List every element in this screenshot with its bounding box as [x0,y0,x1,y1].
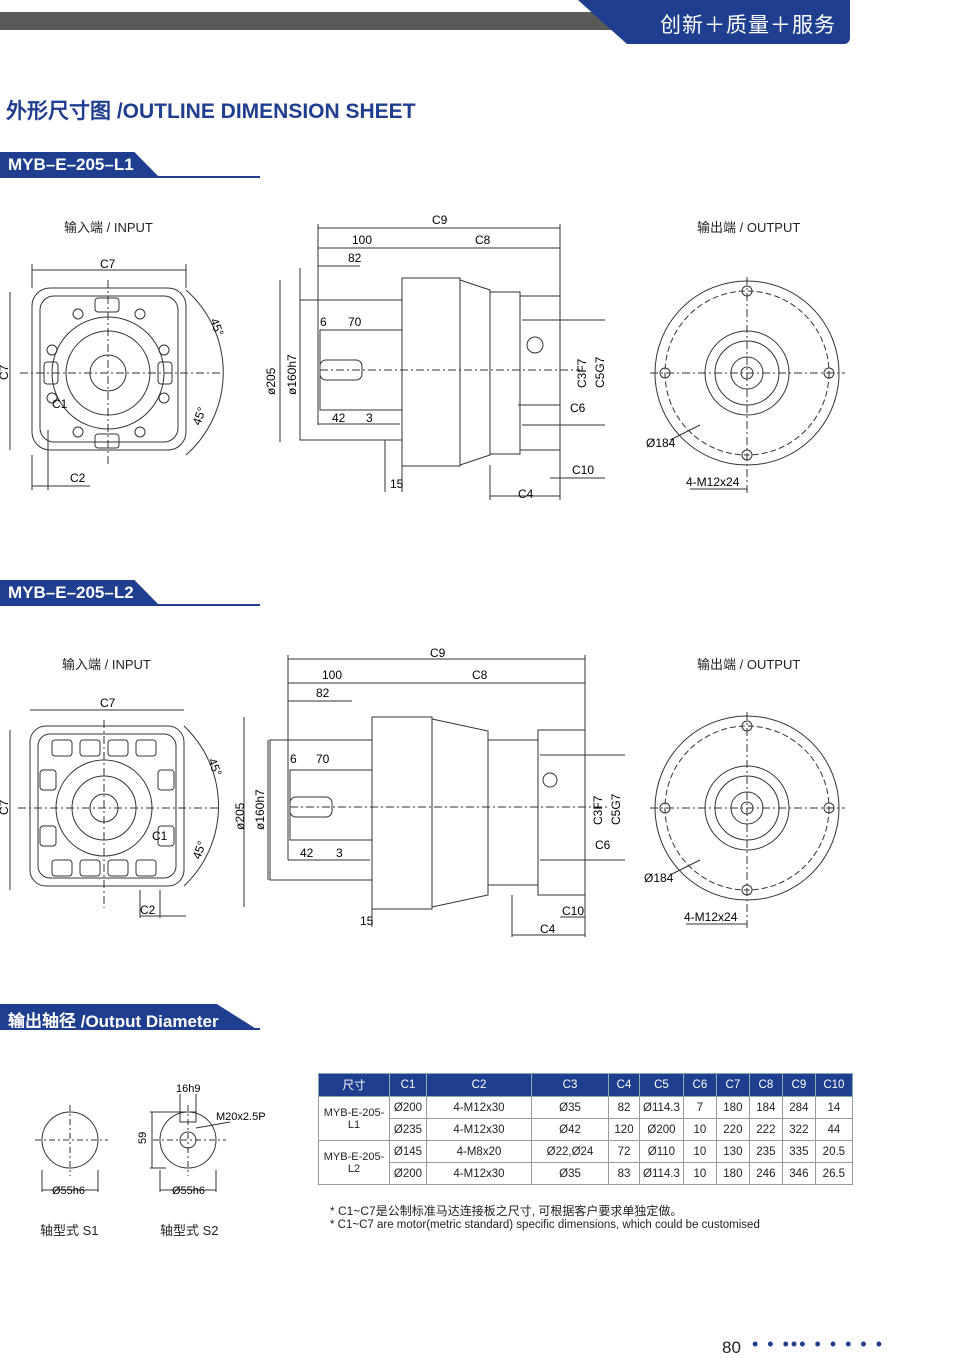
svg-text:C1: C1 [52,397,68,411]
shaft-s1-label: 轴型式 S1 [40,1223,99,1238]
svg-text:45°: 45° [190,405,209,427]
table-row: MYB-E-205-L1 Ø200 4-M12x30 Ø35 82 Ø114.3… [318,1096,853,1141]
table-row: Ø235 4-M12x30 Ø42 120 Ø200 10 220 222 32… [319,1118,853,1141]
note-chinese: * C1~C7是公制标准马达连接板之尺寸, 可根据客户要求单独定做。 [330,1204,683,1218]
svg-text:42: 42 [300,846,314,860]
svg-text:ø205: ø205 [233,802,247,830]
svg-text:C3F7: C3F7 [575,358,589,388]
svg-text:4-M12x24: 4-M12x24 [684,910,738,924]
table-header-row: 尺寸 C1 C2 C3 C4 C5 C6 C7 C8 C9 C10 [318,1073,853,1097]
svg-text:C5G7: C5G7 [609,793,623,825]
dimension-table: 尺寸 C1 C2 C3 C4 C5 C6 C7 C8 C9 C10 MYB-E-… [318,1073,853,1185]
section-underline [0,176,260,178]
svg-text:M20x2.5P: M20x2.5P [216,1111,266,1123]
input-flange-drawing-l1: C7 C7 C1 C2 45° 45° [0,257,227,490]
svg-text:Ø184: Ø184 [644,871,674,885]
svg-text:C2: C2 [70,471,86,485]
svg-text:45°: 45° [190,839,209,861]
svg-text:15: 15 [390,477,404,491]
table-row: Ø200 4-M12x30 Ø35 83 Ø114.3 10 180 246 3… [319,1162,853,1185]
svg-text:45°: 45° [207,316,226,338]
section-header-l1: MYB–E–205–L1 [0,152,160,178]
svg-text:C7: C7 [100,257,116,271]
output-label-l1: 输出端 / OUTPUT [697,220,801,235]
svg-text:C7: C7 [0,364,11,380]
svg-text:70: 70 [316,752,330,766]
shaft-types-drawing: Ø55h6 Ø55h6 16h9 M20x2.5P 59 [35,1083,266,1197]
section-header-l2: MYB–E–205–L2 [0,580,160,606]
svg-text:ø160h7: ø160h7 [285,354,299,395]
svg-text:C1: C1 [152,829,168,843]
output-label-l2: 输出端 / OUTPUT [697,657,801,672]
svg-text:6: 6 [320,315,327,329]
svg-text:Ø184: Ø184 [646,436,676,450]
svg-text:42: 42 [332,411,346,425]
side-view-drawing-l1: C9 100 C8 82 6 70 42 3 15 ø205 ø160h7 C3… [264,213,607,501]
svg-text:3: 3 [366,411,373,425]
svg-text:C8: C8 [472,668,488,682]
tagline: 创新＋质量＋服务 [660,14,836,37]
section-header-output-diameter: 输出轴径 /Output Diameter [0,1004,258,1030]
section-underline [0,1028,260,1030]
svg-text:C10: C10 [572,463,594,477]
svg-text:6: 6 [290,752,297,766]
svg-text:C4: C4 [540,922,556,936]
svg-text:3: 3 [336,846,343,860]
svg-text:C10: C10 [562,904,584,918]
svg-text:45°: 45° [205,756,224,778]
page-number: 80 [722,1338,741,1357]
svg-text:C2: C2 [140,903,156,917]
section-underline [0,604,260,606]
output-view-drawing-l1: Ø184 4-M12x24 [646,277,845,493]
svg-text:16h9: 16h9 [176,1083,200,1095]
page-dots-decoration: • • ••• • • • • • [752,1334,885,1354]
page-title: 外形尺寸图 /OUTLINE DIMENSION SHEET [6,100,416,123]
svg-text:C7: C7 [0,799,11,815]
svg-text:70: 70 [348,315,362,329]
header-bar [0,12,640,30]
svg-text:15: 15 [360,914,374,928]
svg-text:Ø55h6: Ø55h6 [172,1185,205,1197]
svg-text:C6: C6 [570,401,586,415]
tagline-banner: 创新＋质量＋服务 [578,0,850,44]
svg-text:59: 59 [137,1132,149,1144]
shaft-s2-label: 轴型式 S2 [160,1223,219,1238]
input-label-l1: 输入端 / INPUT [64,220,153,235]
svg-text:ø160h7: ø160h7 [253,789,267,830]
input-label-l2: 输入端 / INPUT [62,657,151,672]
svg-text:100: 100 [322,668,342,682]
svg-text:C9: C9 [432,213,448,227]
svg-text:4-M12x24: 4-M12x24 [686,475,740,489]
table-row: MYB-E-205-L2 Ø145 4-M8x20 Ø22,Ø24 72 Ø11… [318,1140,853,1185]
svg-text:82: 82 [316,686,330,700]
svg-text:C4: C4 [518,487,534,501]
svg-text:C5G7: C5G7 [593,356,607,388]
svg-text:C3F7: C3F7 [591,795,605,825]
output-view-drawing-l2: Ø184 4-M12x24 [644,712,845,928]
svg-text:Ø55h6: Ø55h6 [52,1185,85,1197]
svg-text:82: 82 [348,251,362,265]
svg-text:ø205: ø205 [264,367,278,395]
input-flange-drawing-l2: C7 C7 C1 C2 45° 45° [0,696,225,918]
side-view-drawing-l2: C9 100 C8 82 6 70 42 3 15 ø205 ø160h7 C3… [233,646,625,937]
svg-text:C7: C7 [100,696,116,710]
svg-text:C8: C8 [475,233,491,247]
svg-text:100: 100 [352,233,372,247]
svg-text:C9: C9 [430,646,446,660]
svg-text:C6: C6 [595,838,611,852]
note-english: * C1~C7 are motor(metric standard) speci… [330,1219,760,1231]
